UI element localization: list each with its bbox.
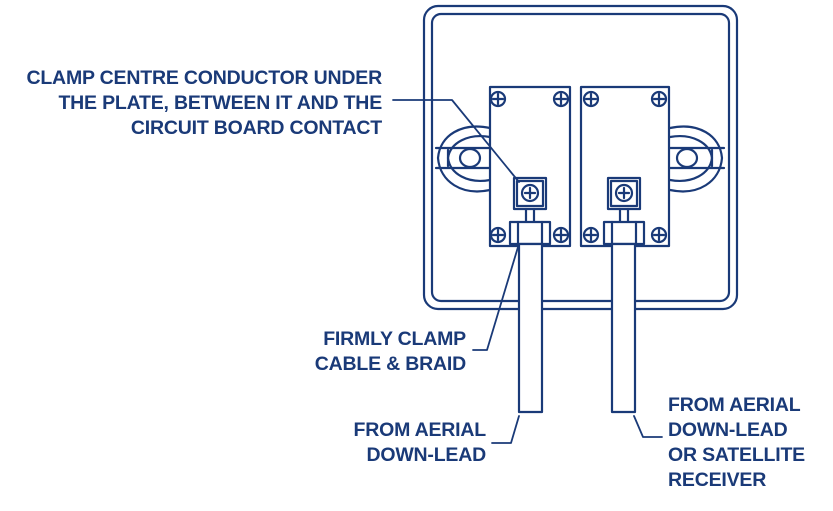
- callout-line: FROM AERIAL: [353, 419, 487, 441]
- leader-line-aerial-right: [633, 415, 663, 438]
- screw-icon: [489, 226, 507, 244]
- left-terminal-block: [488, 85, 572, 248]
- screw-icon: [489, 90, 507, 108]
- callout-line: OR SATELLITE: [668, 444, 805, 466]
- wall-plate: [422, 4, 739, 311]
- callout-line: RECEIVER: [668, 469, 767, 491]
- screw-icon: [552, 90, 570, 108]
- callout-line: FROM AERIAL: [668, 394, 801, 416]
- left-mounting-lug: [434, 125, 492, 193]
- callout-line: THE PLATE, BETWEEN IT AND THE: [58, 92, 382, 114]
- leader-line-aerial-left: [491, 415, 520, 444]
- centre-conductor-clamp: [606, 176, 642, 224]
- callout-line: DOWN-LEAD: [366, 444, 486, 466]
- right-coax-cable: [610, 242, 637, 414]
- right-mounting-lug: [668, 125, 726, 193]
- callout-line: CIRCUIT BOARD CONTACT: [130, 117, 382, 139]
- leader-line-clamp-cable: [472, 246, 519, 351]
- callout-aerial-left: FROM AERIAL DOWN-LEAD: [320, 418, 487, 468]
- callout-line: CABLE & BRAID: [314, 353, 466, 375]
- callout-centre-conductor: CLAMP CENTRE CONDUCTOR UNDER THE PLATE, …: [8, 66, 382, 141]
- right-terminal-block: [579, 85, 671, 248]
- callout-aerial-right: FROM AERIAL DOWN-LEAD OR SATELLITE RECEI…: [668, 393, 828, 493]
- callout-clamp-cable: FIRMLY CLAMP CABLE & BRAID: [290, 327, 466, 377]
- cable-braid-clamp: [602, 220, 646, 246]
- callout-line: CLAMP CENTRE CONDUCTOR UNDER: [26, 67, 382, 89]
- screw-icon: [582, 90, 600, 108]
- screw-icon: [552, 226, 570, 244]
- screw-icon: [650, 226, 668, 244]
- screw-icon: [582, 226, 600, 244]
- leader-line-centre-conductor: [392, 99, 520, 183]
- callout-line: FIRMLY CLAMP: [323, 328, 466, 350]
- left-coax-cable: [517, 242, 544, 414]
- centre-conductor-clamp: [512, 176, 548, 224]
- screw-icon: [650, 90, 668, 108]
- callout-line: DOWN-LEAD: [668, 419, 788, 441]
- cable-braid-clamp: [508, 220, 552, 246]
